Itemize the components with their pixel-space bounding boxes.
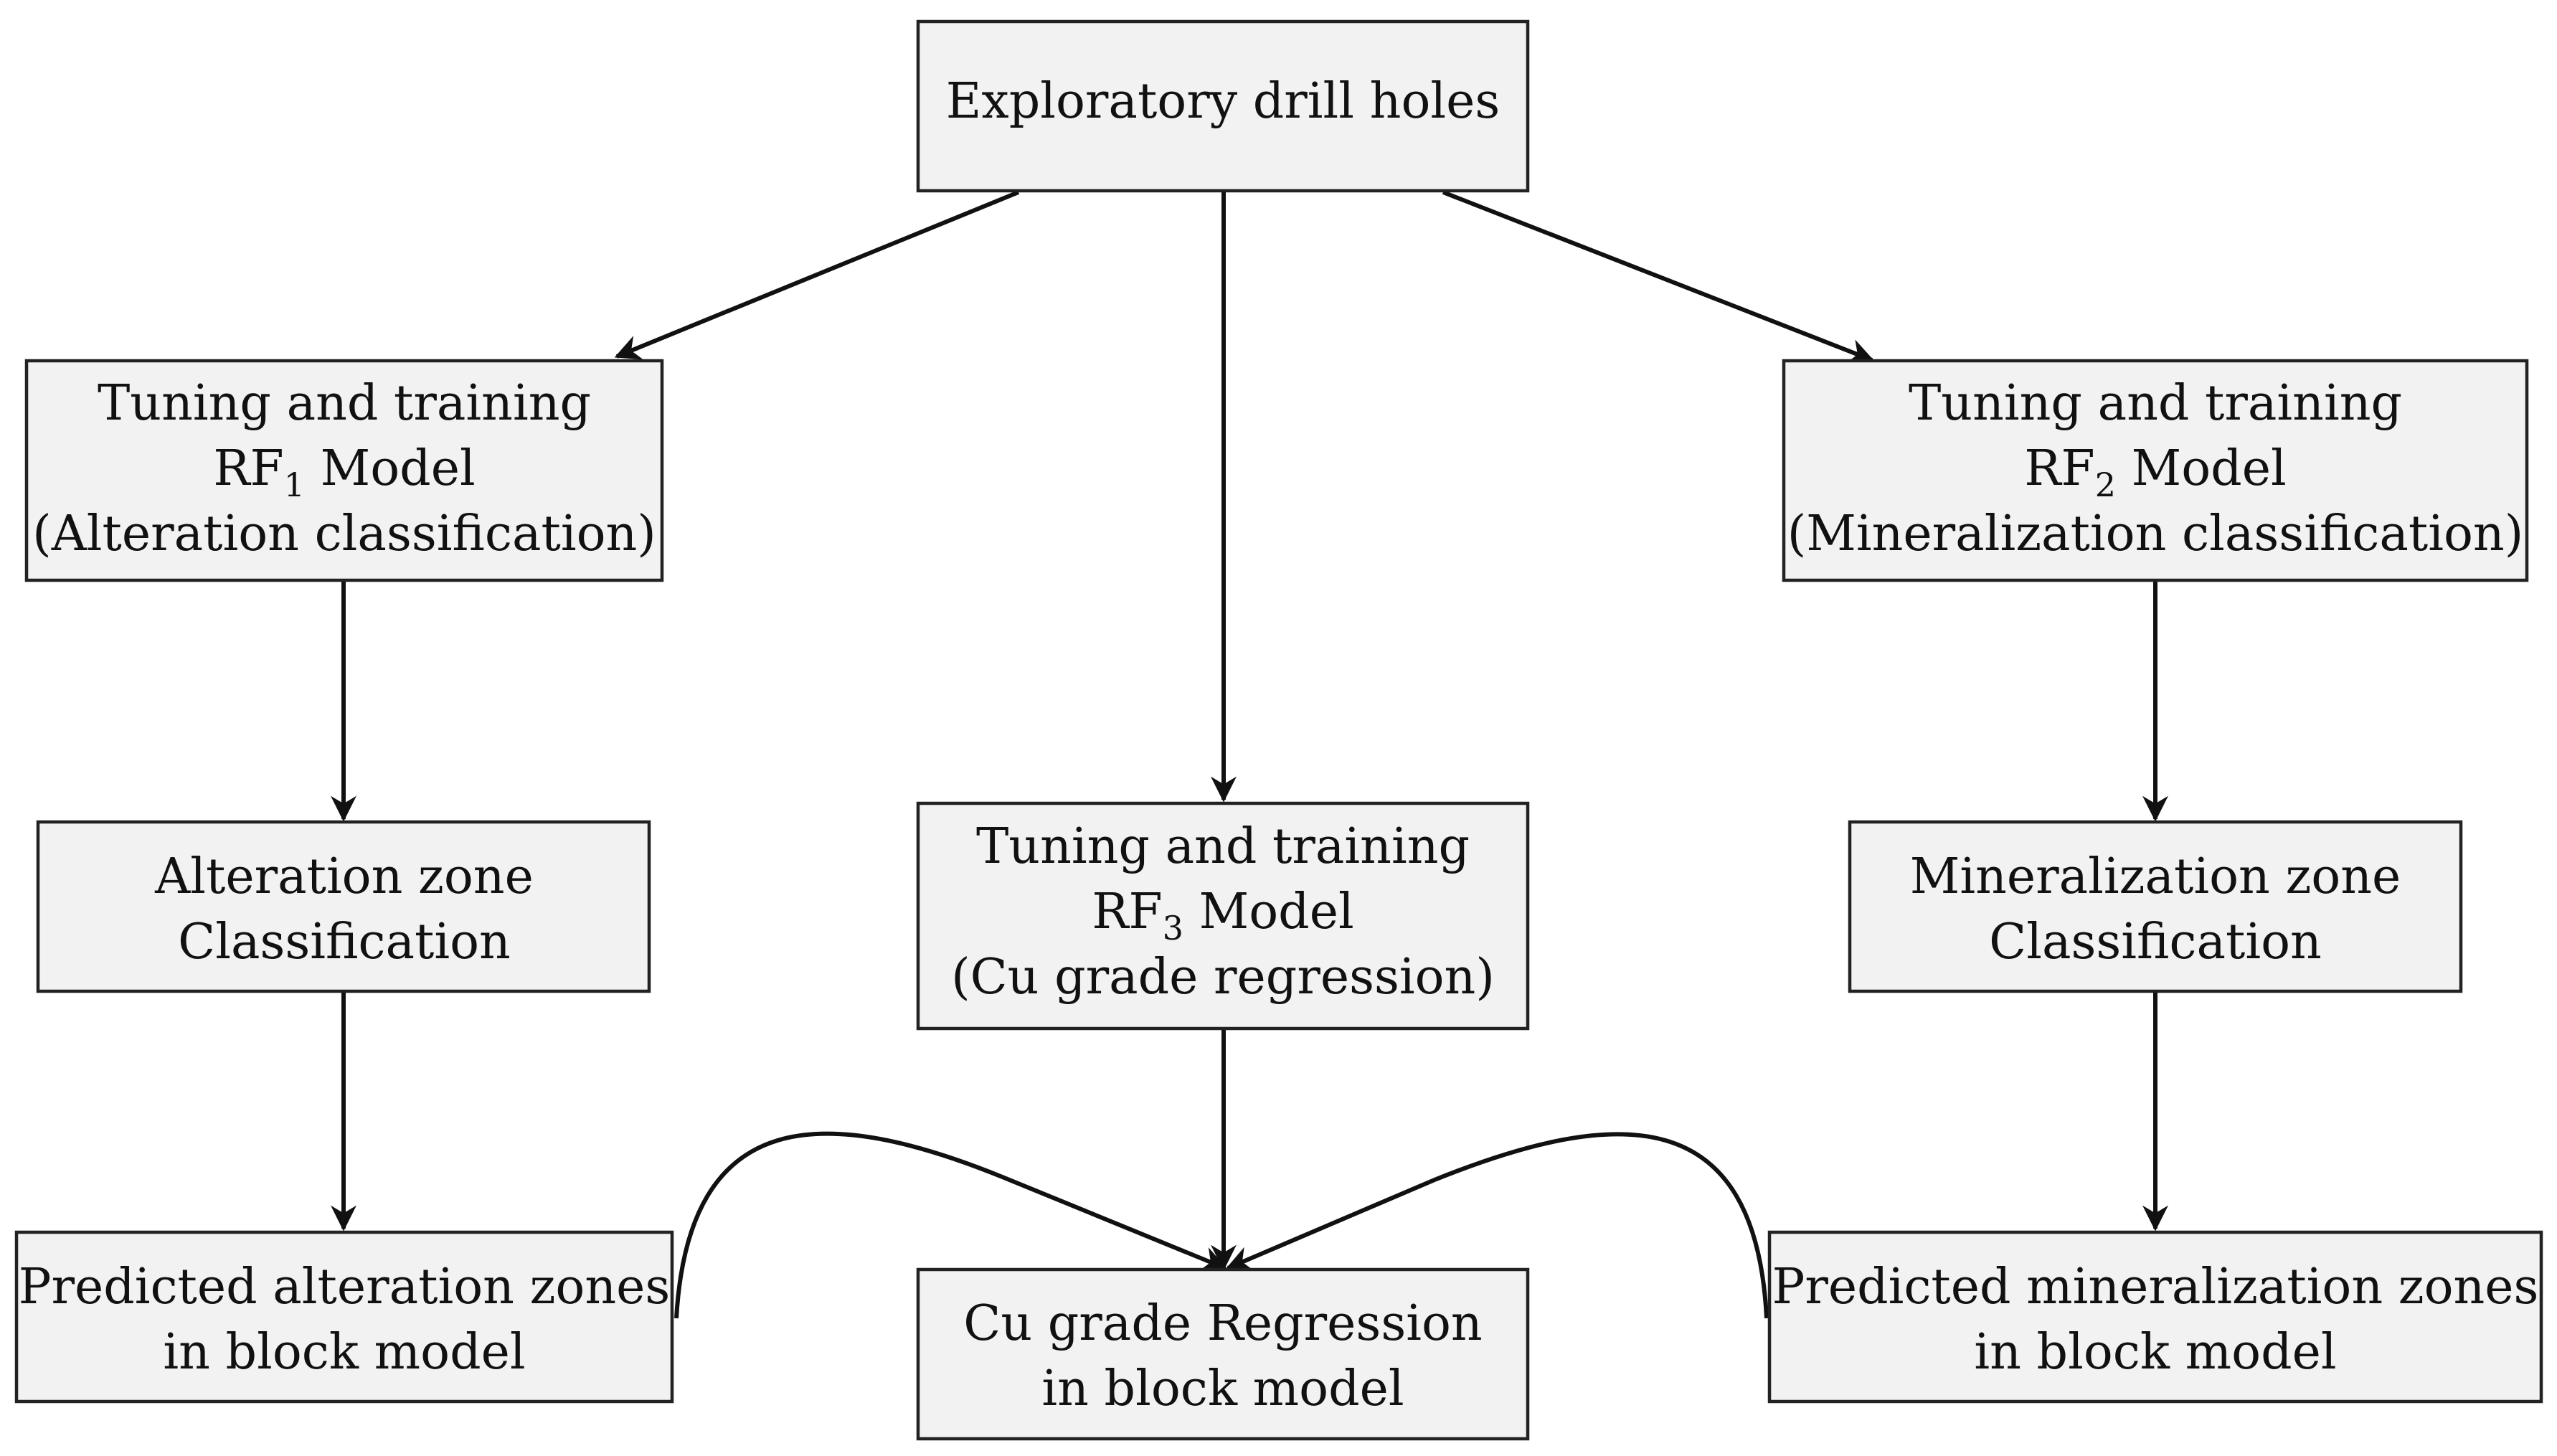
node-label-line3: (Mineralization classification) [1787, 506, 2524, 562]
node-label-line2: RF3 Model [1092, 884, 1353, 947]
node-label-line1: Cu grade Regression [963, 1295, 1482, 1352]
node-alteration-zone-classification: Alteration zone Classification [36, 820, 651, 993]
node-rf1-model: Tuning and training RF1 Model (Alteratio… [24, 359, 664, 582]
node-label-line2: Classification [178, 914, 511, 970]
node-rf3-model: Tuning and training RF3 Model (Cu grade … [916, 801, 1530, 1031]
node-label-line2: in block model [163, 1324, 525, 1381]
node-predicted-alteration-zones: Predicted alteration zones in block mode… [14, 1230, 674, 1404]
arrow-predicted-mineralization-to-cu-regression [1225, 1132, 1769, 1319]
node-label-line2: RF2 Model [2024, 440, 2286, 504]
node-label-line3: (Alteration classification) [32, 506, 656, 562]
node-label-line1: Tuning and training [1909, 375, 2402, 432]
node-rf2-model: Tuning and training RF2 Model (Mineraliz… [1782, 359, 2529, 582]
node-label-line1: Tuning and training [98, 375, 591, 432]
node-exploratory-drill-holes: Exploratory drill holes [916, 19, 1530, 193]
edges [331, 190, 2168, 1319]
node-label-line2: in block model [1974, 1324, 2336, 1381]
node-predicted-mineralization-zones: Predicted mineralization zones in block … [1767, 1230, 2543, 1404]
node-label-line1: Predicted mineralization zones [1772, 1259, 2539, 1315]
node-label-line3: (Cu grade regression) [951, 949, 1495, 1006]
arrow-drill-to-rf1 [614, 190, 1020, 360]
node-label-line2: in block model [1041, 1361, 1404, 1417]
node-label-line1: Alteration zone [154, 848, 534, 905]
node-cu-grade-regression: Cu grade Regression in block model [916, 1267, 1530, 1441]
node-mineralization-zone-classification: Mineralization zone Classification [1848, 820, 2463, 993]
arrow-drill-to-rf2 [1442, 190, 1875, 364]
node-label-line2: Classification [1989, 914, 2322, 970]
node-label-line1: Tuning and training [976, 818, 1470, 875]
node-label-line1: Predicted alteration zones [19, 1259, 671, 1315]
arrow-predicted-alteration-to-cu-regression [674, 1131, 1228, 1319]
node-label: Exploratory drill holes [946, 73, 1500, 130]
node-label-line1: Mineralization zone [1910, 848, 2401, 905]
node-label-line2: RF1 Model [213, 440, 475, 504]
